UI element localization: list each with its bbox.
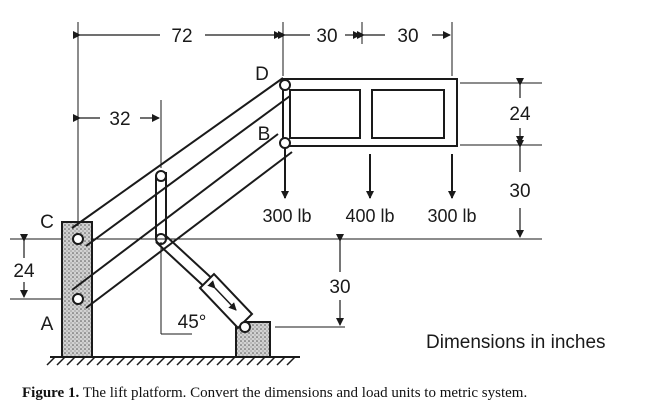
- vertical-link: [155, 172, 167, 240]
- dim-angle: 45°: [178, 312, 207, 333]
- platform: [282, 78, 458, 147]
- lower-arm-a-to-b: [71, 133, 293, 309]
- dimension-arrows: [20, 31, 524, 326]
- load-arrows: [281, 148, 456, 199]
- cylinder-direction-arrow: [207, 280, 237, 311]
- label-b: B: [258, 124, 271, 145]
- caption-label: Figure 1.: [22, 385, 80, 401]
- load-middle: 400 lb: [345, 206, 394, 226]
- dim-platform-height: 24: [509, 104, 531, 125]
- load-right: 300 lb: [427, 206, 476, 226]
- pin-cylinder-base: [239, 321, 251, 333]
- pin-d: [279, 79, 291, 91]
- dim-c-to-pivot: 32: [109, 109, 130, 130]
- dim-c-level-to-ground: 30: [329, 277, 350, 298]
- dim-d-to-mid: 30: [316, 26, 337, 47]
- pin-c: [72, 233, 84, 245]
- figure-caption: Figure 1. The lift platform. Convert the…: [22, 385, 642, 402]
- pin-a: [72, 293, 84, 305]
- label-c: C: [40, 212, 54, 233]
- label-d: D: [255, 64, 269, 85]
- label-a: A: [41, 314, 54, 335]
- extension-lines: [10, 22, 542, 335]
- dim-b-to-ground-level: 30: [509, 181, 530, 202]
- dim-a-to-c: 24: [13, 261, 35, 282]
- pin-b: [279, 137, 291, 149]
- pin-upper-link: [155, 170, 167, 182]
- dim-c-to-d: 72: [171, 26, 192, 47]
- ground: [46, 356, 300, 366]
- load-left: 300 lb: [262, 206, 311, 226]
- caption-text: The lift platform. Convert the dimension…: [79, 385, 528, 401]
- units-note: Dimensions in inches: [426, 332, 606, 353]
- dim-mid-to-right: 30: [397, 26, 418, 47]
- upper-arm-c-to-d: [71, 77, 291, 247]
